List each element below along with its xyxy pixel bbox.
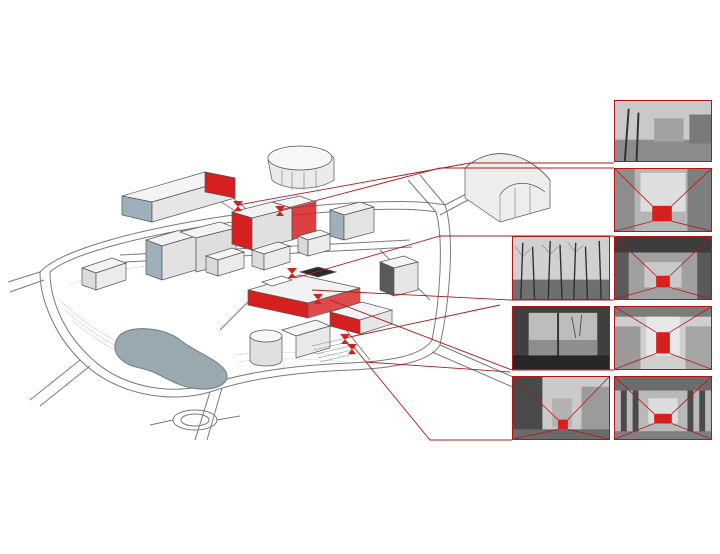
building-long-north — [121, 171, 236, 223]
viewpoint-marker-m3 — [287, 268, 297, 278]
photo-p4 — [614, 236, 712, 300]
building-cylinder-south — [249, 319, 332, 367]
building-mid-cluster — [204, 229, 332, 277]
viewpoint-marker-m1 — [233, 201, 243, 211]
viewpoint-marker-m4 — [313, 294, 323, 304]
viewpoint-marker-m5 — [340, 334, 350, 344]
building-southeast — [328, 255, 420, 335]
photo-p5 — [512, 306, 610, 370]
photo-p8 — [614, 376, 712, 440]
photo-p2 — [614, 168, 712, 232]
viewpoint-connector-lines — [237, 162, 614, 441]
stairs — [311, 337, 355, 363]
building-block-east — [328, 201, 376, 241]
viewpoint-markers — [233, 201, 357, 354]
lake — [114, 328, 228, 390]
building-rotunda — [267, 145, 335, 190]
photo-p1 — [614, 100, 712, 162]
photo-p7 — [512, 376, 610, 440]
viewpoint-marker-m2 — [275, 206, 285, 216]
building-hall-vault — [464, 153, 551, 223]
viewpoint-marker-m6 — [347, 344, 357, 354]
photo-p6 — [614, 306, 712, 370]
building-red-complex — [247, 266, 361, 319]
photo-p3 — [512, 236, 610, 300]
building-small-west — [80, 257, 128, 291]
